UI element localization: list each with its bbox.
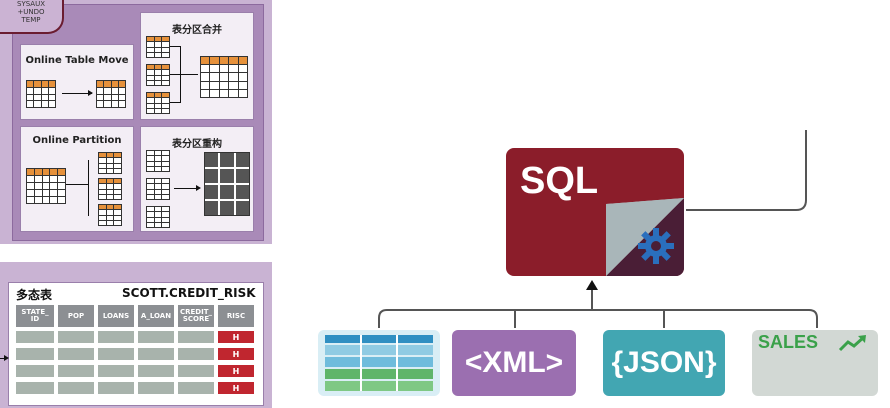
table-cell (16, 348, 54, 360)
connector-line (66, 184, 88, 185)
table-cell (98, 365, 134, 377)
connector-line (170, 74, 198, 75)
trend-up-icon (838, 335, 866, 352)
column-header-a-loan: A_LOAN (138, 305, 174, 327)
risc-cell: H (218, 348, 254, 360)
table-cell (138, 365, 174, 377)
grid-table-icon (98, 152, 122, 174)
table-cell (58, 382, 94, 394)
grid-table-icon (146, 150, 170, 172)
row-pointer-icon (0, 358, 6, 359)
polymorphic-table-label: 多态表 (16, 288, 53, 302)
table-cell (58, 365, 94, 377)
grid-table-icon (96, 80, 126, 108)
table-cell (178, 348, 214, 360)
grid-table-icon (200, 56, 248, 98)
source-connector (378, 309, 818, 328)
grid-reorg-table-icon (204, 152, 250, 216)
table-cell (16, 382, 54, 394)
panel-title-online-table-move: Online Table Move (25, 55, 129, 66)
table-cell (16, 365, 54, 377)
column-header-credit-score: CREDIT_ SCORE (178, 305, 214, 327)
connector-svg (378, 130, 818, 328)
relational-table-source (318, 330, 440, 396)
table-cell (58, 348, 94, 360)
column-header-pop: POP (58, 305, 94, 327)
output-connector (686, 130, 807, 211)
panel-title-online-partition: Online Partition (32, 135, 122, 146)
xml-source: <XML> (452, 330, 576, 396)
sysaux-line-2: +UNDO (17, 8, 45, 16)
grid-table-icon (98, 178, 122, 200)
grid-table-icon (146, 92, 170, 114)
connector-line (170, 102, 180, 103)
grid-table-icon (146, 178, 170, 200)
arrow-right-icon (62, 93, 92, 94)
risc-cell: H (218, 365, 254, 377)
risc-cell: H (218, 382, 254, 394)
sysaux-line-1: SYSAUX (17, 0, 45, 8)
grid-table-icon (146, 36, 170, 58)
arrow-head-icon (196, 185, 201, 191)
sysaux-tab (0, 0, 64, 34)
grid-table-icon (146, 206, 170, 228)
grid-table-icon (98, 204, 122, 226)
table-cell (138, 331, 174, 343)
risc-cell: H (218, 331, 254, 343)
table-cell (16, 331, 54, 343)
sysaux-label: SYSAUX +UNDO TEMP (4, 0, 58, 24)
table-cell (178, 331, 214, 343)
sales-source (752, 330, 878, 396)
panel-title-partition-reorg: 表分区重构 (172, 139, 222, 150)
table-cell (138, 382, 174, 394)
panel-title-partition-merge: 表分区合并 (172, 25, 222, 36)
column-header-loans: LOANS (98, 305, 134, 327)
left-panel: SYSAUX +UNDO TEMP Online Table Move 表分区合… (0, 0, 274, 408)
arrow-right-icon (174, 188, 198, 189)
connector-line (170, 46, 180, 47)
table-icon (325, 335, 433, 391)
column-header-state-id: STATE_ ID (16, 305, 54, 327)
table-cell (178, 382, 214, 394)
grid-table-icon (26, 80, 56, 108)
table-cell (138, 348, 174, 360)
connector-line (180, 46, 181, 103)
table-cell (98, 348, 134, 360)
gear-icon (638, 228, 674, 264)
column-header-risc: RISC (218, 305, 254, 327)
table-cell (178, 365, 214, 377)
grid-table-icon (26, 168, 66, 204)
sysaux-line-3: TEMP (21, 16, 41, 24)
connector-line (88, 160, 89, 216)
sql-label: SQL (520, 160, 599, 202)
table-name-label: SCOTT.CREDIT_RISK (122, 286, 256, 300)
sales-label: SALES (758, 332, 819, 352)
json-source: {JSON} (603, 330, 725, 396)
sql-engine-box (506, 148, 684, 276)
arrow-head-icon (4, 355, 9, 361)
arrow-up-icon (586, 280, 598, 290)
grid-table-icon (146, 64, 170, 86)
table-cell (98, 382, 134, 394)
arrow-head-icon (88, 90, 93, 96)
table-cell (98, 331, 134, 343)
table-cell (58, 331, 94, 343)
